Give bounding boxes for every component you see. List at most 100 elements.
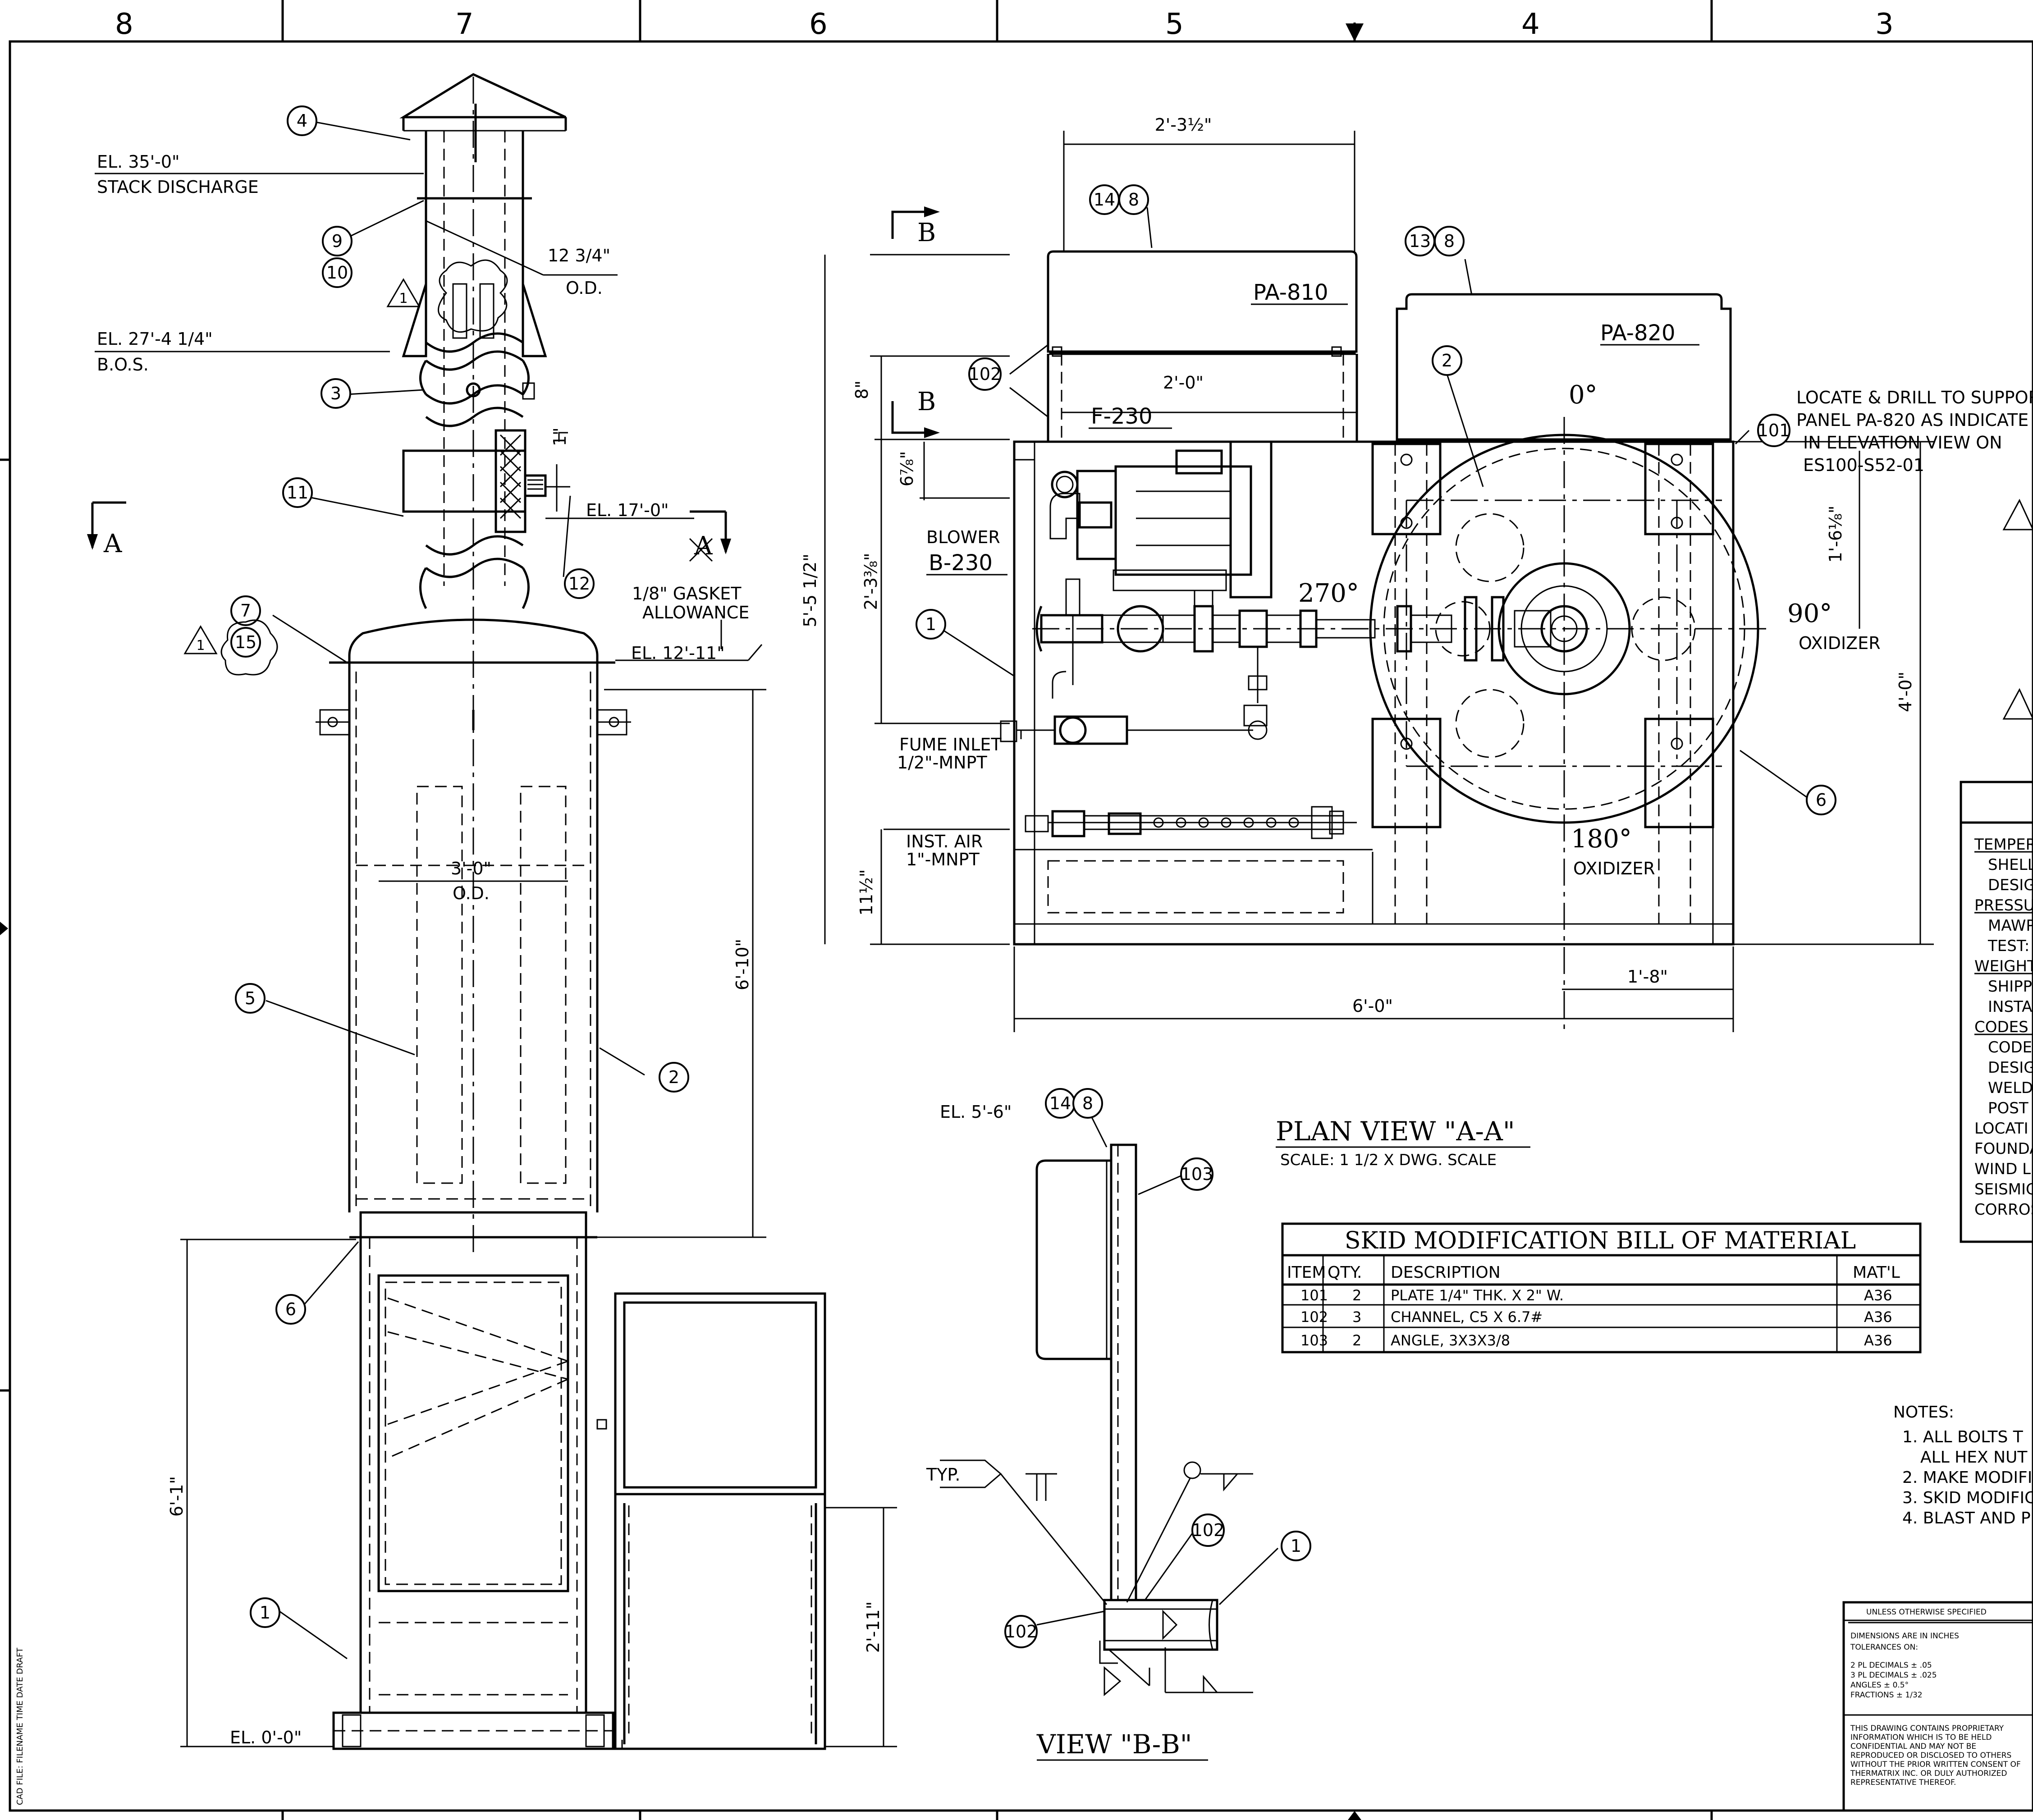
tolerance-line: DIMENSIONS ARE IN INCHES bbox=[1850, 1632, 1959, 1641]
notes-block: NOTES: 1. ALL BOLTS T ALL HEX NUT 2. MAK… bbox=[1893, 1403, 2033, 1527]
locate-note-1: LOCATE & DRILL TO SUPPOR bbox=[1796, 388, 2033, 407]
bb-balloon-14: 14 bbox=[1049, 1093, 1071, 1113]
bom-cell-matl: A36 bbox=[1864, 1308, 1892, 1326]
design-label: TEST: bbox=[1987, 937, 2029, 955]
section-a-left: A bbox=[103, 529, 122, 558]
design-label: CODES bbox=[1974, 1018, 2028, 1036]
panel-pa820: PA-820 bbox=[1600, 320, 1676, 346]
dim-11-1-2: 11½" bbox=[856, 869, 876, 916]
tolerance-line: ANGLES ± 0.5° bbox=[1850, 1681, 1909, 1690]
design-label: WEIGHT bbox=[1974, 957, 2033, 975]
balloon-7: 7 bbox=[240, 601, 251, 621]
fume-inlet-label: FUME INLET bbox=[899, 735, 1002, 755]
inst-air-size: 1"-MNPT bbox=[906, 850, 980, 869]
bb-balloon-102a: 102 bbox=[1192, 1520, 1225, 1540]
angle-90: 90° bbox=[1787, 599, 1832, 628]
angle-270: 270° bbox=[1298, 579, 1359, 608]
note-line: 1. ALL BOLTS T bbox=[1902, 1428, 2024, 1446]
zone-4: 4 bbox=[1521, 8, 1540, 41]
dim-6-0: 6'-0" bbox=[1352, 996, 1393, 1016]
zone-7: 7 bbox=[455, 8, 474, 41]
design-data-table: TEMPER SHELL DESIG PRESSU MAWP TEST: WEI… bbox=[1960, 781, 2033, 1243]
dim-overall-depth: 5'-5 1/2" bbox=[800, 553, 820, 627]
view-bb-title: VIEW "B-B" bbox=[1036, 1729, 1192, 1760]
dim-1-6-1-8: 1'-6⅛" bbox=[1826, 506, 1845, 563]
plan-balloon-1: 1 bbox=[925, 614, 936, 634]
bom-cell-matl: A36 bbox=[1864, 1332, 1892, 1349]
tolerance-line: 3 PL DECIMALS ± .025 bbox=[1850, 1671, 1937, 1680]
plan-view-title: PLAN VIEW "A-A" bbox=[1276, 1116, 1515, 1147]
dim-1-8: 1'-8" bbox=[1627, 967, 1668, 987]
fume-inlet-size: 1/2"-MNPT bbox=[897, 753, 987, 773]
bom-header-qty: QTY. bbox=[1328, 1263, 1362, 1282]
plan-view-annotations: 2'-3½" 2'-0" PA-810 PA-820 F-230 BLOWER … bbox=[800, 115, 2033, 1169]
tolerance-block: UNLESS OTHERWISE SPECIFIED DIMENSIONS AR… bbox=[1842, 1601, 2033, 1812]
design-label: INSTA bbox=[1988, 998, 2032, 1016]
angle-180: 180° bbox=[1571, 824, 1632, 854]
design-label: FOUNDA bbox=[1974, 1140, 2033, 1158]
section-b-bottom: B bbox=[917, 387, 936, 416]
gasket-label-2: ALLOWANCE bbox=[642, 603, 749, 622]
section-b-top: B bbox=[917, 218, 936, 247]
bb-balloon-1: 1 bbox=[1291, 1536, 1301, 1556]
oxidizer-90: OXIDIZER bbox=[1799, 633, 1881, 653]
blower-label: BLOWER bbox=[926, 527, 1000, 547]
view-bb-annotations: 14 8 103 102 102 1 EL. 5'-6" TYP. VIEW "… bbox=[926, 1088, 1311, 1761]
bb-balloon-8: 8 bbox=[1082, 1093, 1093, 1113]
design-label: WIND L bbox=[1974, 1160, 2031, 1178]
proprietary-line: INFORMATION WHICH IS TO BE HELD bbox=[1850, 1733, 1992, 1742]
el-12: EL. 12'-11" bbox=[631, 643, 725, 663]
zone-5: 5 bbox=[1165, 8, 1184, 41]
design-label: POST bbox=[1988, 1099, 2028, 1117]
plan-balloon-14: 14 bbox=[1094, 190, 1115, 210]
tolerance-line: TOLERANCES ON: bbox=[1850, 1643, 1918, 1652]
plan-balloon-101: 101 bbox=[1758, 421, 1790, 440]
bb-balloon-102b: 102 bbox=[1005, 1622, 1038, 1642]
bom-cell-description: PLATE 1/4" THK. X 2" W. bbox=[1391, 1287, 1564, 1304]
note-line: 3. SKID MODIFIC bbox=[1902, 1489, 2033, 1507]
bom-header-item: ITEM bbox=[1287, 1263, 1326, 1282]
design-label: CODE bbox=[1988, 1038, 2032, 1056]
bom-cell-item: 102 bbox=[1300, 1308, 1328, 1326]
design-label: PRESSU bbox=[1974, 896, 2033, 915]
proprietary-line: REPRESENTATIVE THEREOF. bbox=[1850, 1778, 1956, 1787]
plan-balloon-8: 8 bbox=[1128, 190, 1139, 210]
design-label: WELDI bbox=[1988, 1079, 2033, 1097]
balloon-9: 9 bbox=[332, 231, 343, 251]
stack-discharge-label: STACK DISCHARGE bbox=[97, 177, 259, 197]
dim-6-7-8: 6⅞" bbox=[897, 451, 917, 487]
design-label: DESIG bbox=[1988, 1059, 2033, 1077]
proprietary-line: CONFIDENTIAL AND MAY NOT BE bbox=[1850, 1742, 1976, 1751]
proprietary-line: THIS DRAWING CONTAINS PROPRIETARY bbox=[1850, 1724, 2004, 1733]
balloon-12: 12 bbox=[568, 574, 590, 594]
bb-typ: TYP. bbox=[926, 1465, 961, 1485]
proprietary-line: THERMATRIX INC. OR DULY AUTHORIZED bbox=[1850, 1769, 2007, 1778]
zone-labels: 8 7 6 5 4 3 bbox=[115, 8, 1894, 41]
note-line: 2. MAKE MODIFI bbox=[1902, 1468, 2032, 1487]
zone-6: 6 bbox=[809, 8, 828, 41]
plan-view bbox=[824, 131, 1934, 1032]
note-line: ALL HEX NUT bbox=[1920, 1448, 2028, 1467]
design-label: SHELL bbox=[1988, 856, 2033, 874]
oxidizer-180: OXIDIZER bbox=[1573, 859, 1655, 878]
plan-balloon-102: 102 bbox=[969, 364, 1002, 384]
balloon-2: 2 bbox=[669, 1067, 679, 1087]
locate-note-2: PANEL PA-820 AS INDICATE bbox=[1796, 410, 2028, 430]
bom-cell-description: ANGLE, 3X3X3/8 bbox=[1391, 1332, 1510, 1349]
plan-balloons: 14 8 13 8 102 2 101 1 6 bbox=[916, 184, 2033, 815]
dim-blower-offset: 2'-3⅜" bbox=[861, 553, 881, 610]
inst-air-label: INST. AIR bbox=[906, 832, 983, 851]
balloon-1: 1 bbox=[260, 1603, 270, 1623]
bom-cell-item: 103 bbox=[1300, 1332, 1328, 1349]
bom-cell-item: 101 bbox=[1300, 1287, 1328, 1304]
el-bos: EL. 27'-4 1/4" bbox=[97, 329, 213, 349]
dim-panel-width: 2'-3½" bbox=[1155, 115, 1212, 135]
design-label: DESIG bbox=[1988, 876, 2033, 894]
locate-note-4: ES100-S52-01 bbox=[1803, 455, 1924, 475]
blower-tag: B-230 bbox=[929, 550, 993, 576]
proprietary-line: REPRODUCED OR DISCLOSED TO OTHERS bbox=[1850, 1751, 2011, 1760]
bom-cell-description: CHANNEL, C5 X 6.7# bbox=[1391, 1308, 1543, 1326]
el-0: EL. 0'-0" bbox=[230, 1728, 302, 1747]
